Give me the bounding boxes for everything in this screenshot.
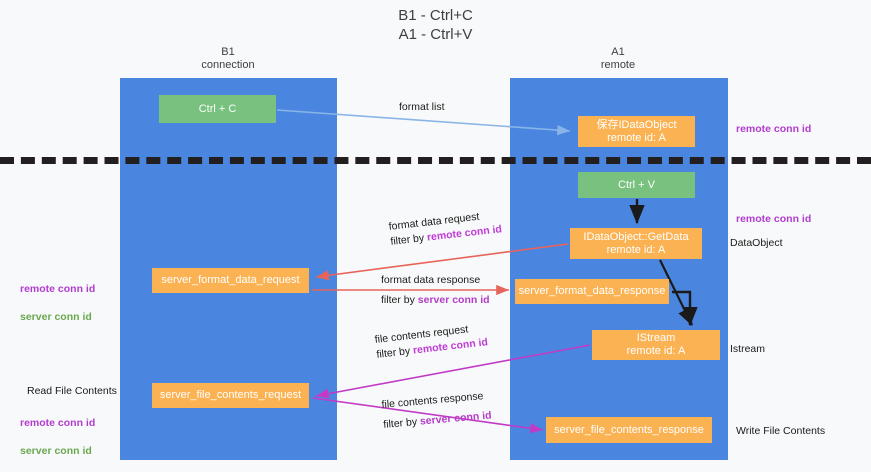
node-server-format-data-request[interactable]: server_format_data_request (152, 268, 309, 293)
phase-divider-dashed-line (0, 157, 871, 164)
node-server-file-contents-response[interactable]: server_file_contents_response (546, 417, 712, 443)
node-idataobject-getdata[interactable]: IDataObject::GetData remote id: A (570, 228, 702, 259)
annotation-remote-conn-id: remote conn id (20, 417, 96, 429)
node-ctrl-v[interactable]: Ctrl + V (578, 172, 695, 198)
filter-prefix: filter by (389, 231, 428, 248)
annotation-server-conn-id: server conn id (20, 445, 92, 457)
edge-label-format-list-text: format list (399, 101, 445, 113)
node-save-idataobject[interactable]: 保存IDataObject remote id: A (578, 116, 695, 147)
column-header-a1: A1 remote (600, 46, 636, 71)
node-server-file-contents-request[interactable]: server_file_contents_request (152, 383, 309, 408)
edge-label-format-data-response: format data response filter by server co… (381, 273, 490, 308)
annotation-read-file-contents: Read File Contents (27, 385, 117, 397)
edge-label-format-data-request: format data request filter by remote con… (388, 207, 503, 249)
diagram-title: B1 - Ctrl+C A1 - Ctrl+V (398, 7, 473, 43)
annotation-istream: Istream (730, 343, 766, 355)
column-header-b1: B1 connection (201, 46, 255, 71)
annotation-remote-conn-id-mid: remote conn id (736, 213, 812, 225)
edge-label-file-contents-request: file contents request filter by remote c… (374, 320, 489, 362)
edge-label-format-data-response-filter: filter by server conn id (381, 293, 490, 308)
annotation-dataobject: DataObject (730, 237, 783, 249)
edge-label-file-contents-response: file contents response filter by server … (381, 389, 492, 433)
filter-key-server-conn-id: server conn id (417, 294, 490, 306)
annotation-remote-conn-id-top: remote conn id (736, 123, 812, 135)
annotation-remote-conn-id: remote conn id (20, 283, 96, 295)
filter-prefix: filter by (375, 344, 414, 361)
filter-key-server-conn-id: server conn id (419, 409, 493, 428)
annotation-server-conn-id: server conn id (20, 311, 92, 323)
node-istream[interactable]: IStream remote id: A (592, 330, 720, 360)
node-server-format-data-response[interactable]: server_format_data_response (515, 279, 669, 304)
edge-label-format-data-response-text: format data response (381, 274, 481, 286)
edge-label-format-list: format list (399, 100, 445, 115)
annotation-left-conn-ids-lower: remote conn id server conn id (20, 402, 95, 472)
node-ctrl-c[interactable]: Ctrl + C (159, 95, 276, 123)
annotation-left-conn-ids-upper: remote conn id server conn id (20, 268, 95, 338)
filter-prefix: filter by (382, 415, 421, 431)
edge-label-file-contents-response-filter: filter by server conn id (383, 408, 492, 432)
annotation-write-file-contents: Write File Contents (736, 425, 826, 437)
filter-prefix: filter by (381, 294, 418, 306)
